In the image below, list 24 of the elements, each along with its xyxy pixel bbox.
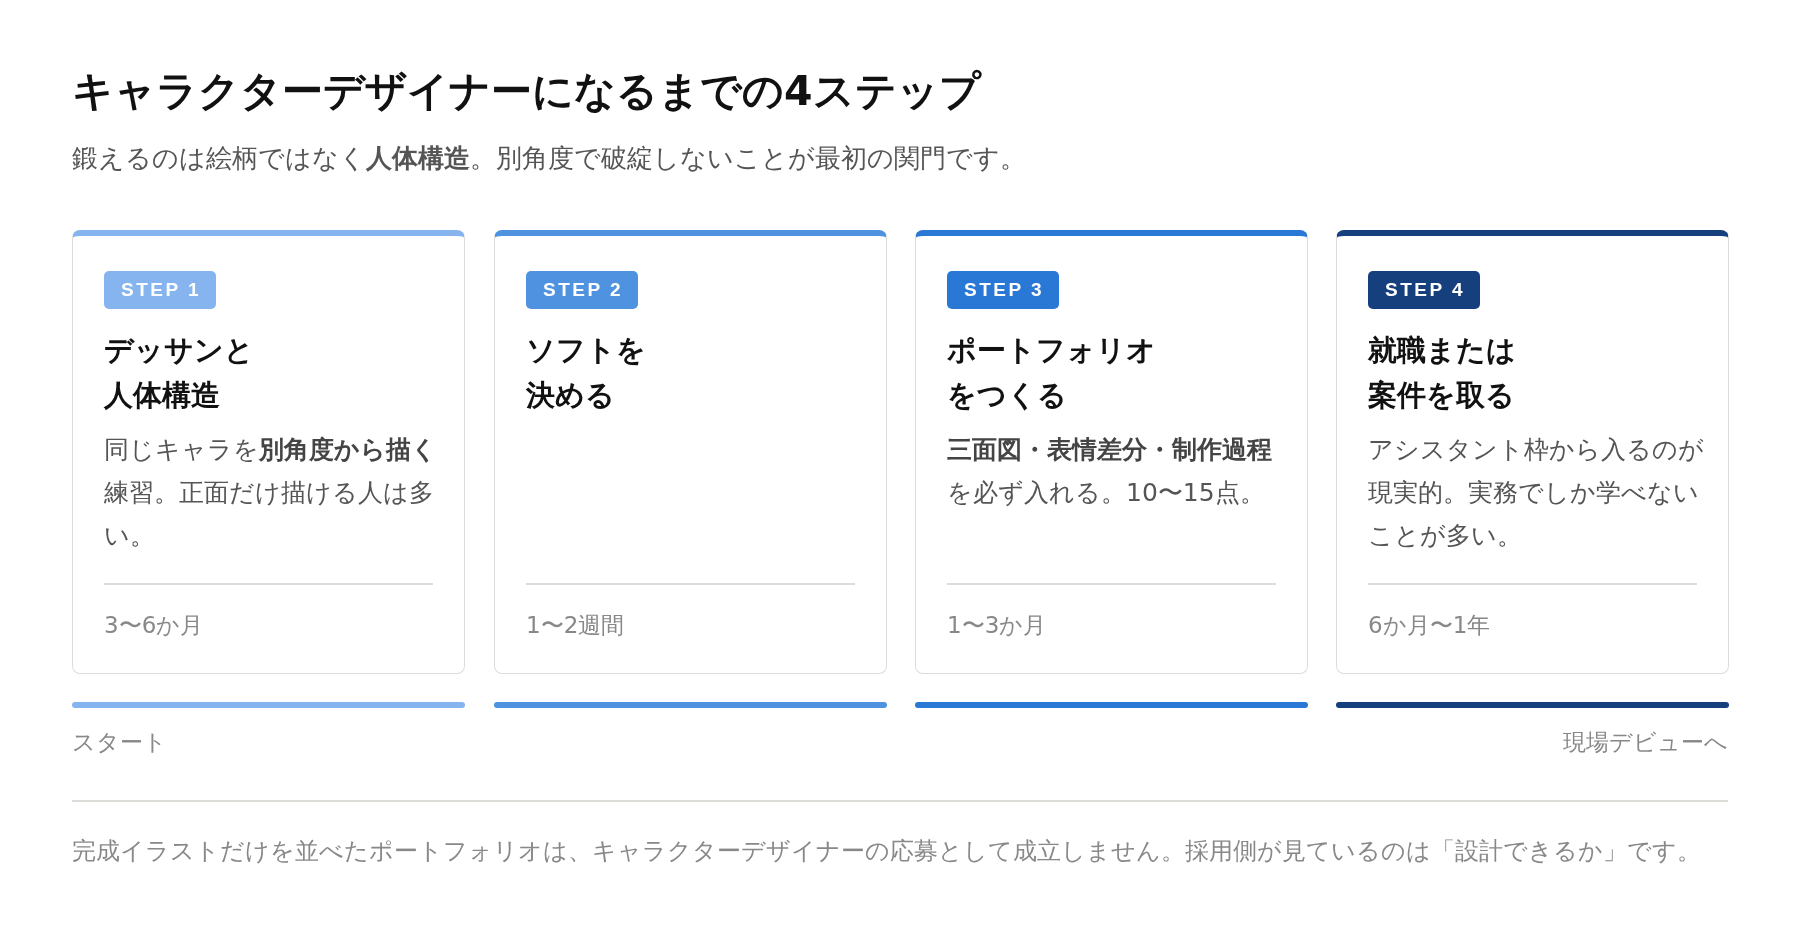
step-badge: STEP 4 bbox=[1368, 271, 1481, 309]
duration-text: 6か月〜1年 bbox=[1368, 611, 1491, 640]
card-text: アシスタント枠から入るのが現実的。実務でしか学べないことが多い。 bbox=[1368, 434, 1705, 552]
duration-text: 3〜6か月 bbox=[104, 611, 204, 640]
card-title: ポートフォリオをつくる bbox=[947, 332, 1157, 414]
footnote: 完成イラストだけを並べたポートフォリオは、キャラクターデザイナーの応募として成立しません。採用側が見ているのは「設計できるか」です。 bbox=[72, 836, 1701, 866]
goal-label: 現場デビューへ bbox=[1563, 728, 1728, 757]
subtitle: 鍛えるのは絵柄ではなく人体構造。別角度で破綻しないことが最初の関門です。 bbox=[72, 142, 1026, 175]
step-badge: STEP 2 bbox=[526, 271, 639, 309]
card-text: 三面図・表情差分・制作過程を必ず入れる。10〜15点。 bbox=[947, 434, 1273, 509]
title: キャラクターデザイナーになるまでの4ステップ bbox=[72, 66, 981, 116]
step-card bbox=[72, 230, 465, 674]
duration-text: 1〜2週間 bbox=[526, 611, 625, 640]
card-title: ソフトを決める bbox=[526, 332, 647, 414]
card-title: 就職または案件を取る bbox=[1368, 332, 1517, 414]
step-card bbox=[1336, 230, 1729, 674]
step-card bbox=[915, 230, 1308, 674]
card-text: 同じキャラを別角度から描く練習。正面だけ描ける人は多い。 bbox=[104, 434, 438, 552]
step-badge: STEP 3 bbox=[947, 271, 1060, 309]
step-card bbox=[494, 230, 887, 674]
duration-text: 1〜3か月 bbox=[947, 611, 1047, 640]
card-title: デッサンと人体構造 bbox=[104, 332, 255, 414]
step-badge: STEP 1 bbox=[104, 271, 217, 309]
start-label: スタート bbox=[72, 728, 167, 757]
